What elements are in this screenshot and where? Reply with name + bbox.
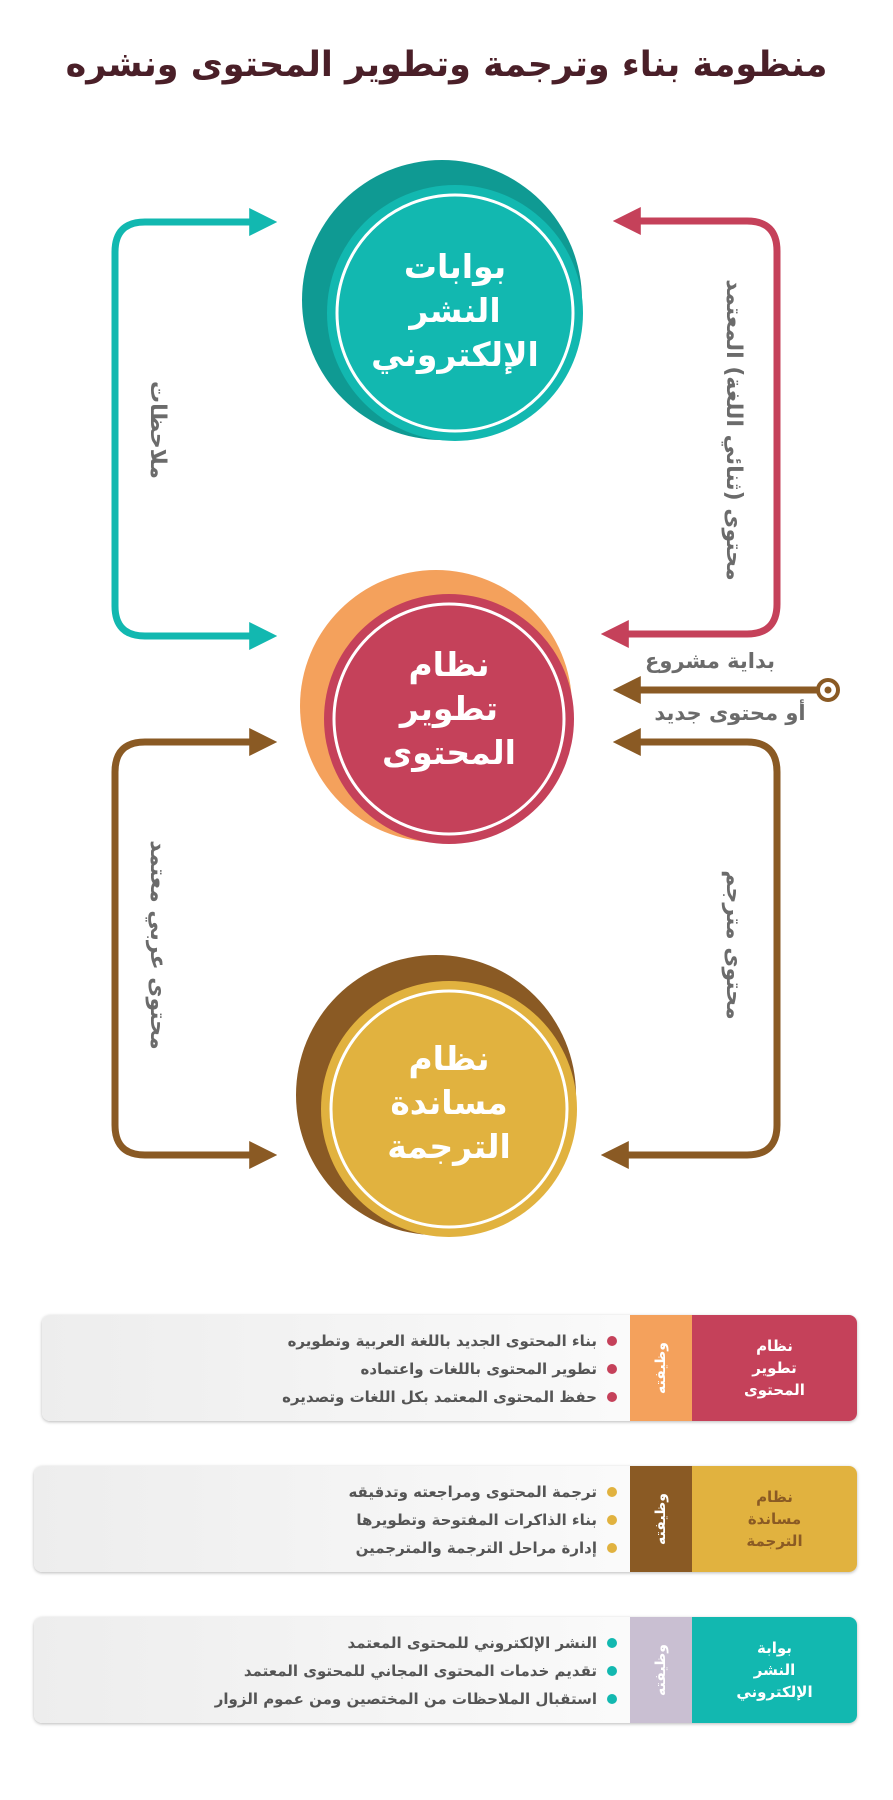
cms-card-system-line-3: المحتوى — [744, 1381, 805, 1399]
translation-card-system-line-1: نظام — [756, 1488, 793, 1506]
list-item: النشر الإلكتروني للمحتوى المعتمد — [215, 1629, 617, 1657]
portals-label-1: بوابات — [404, 247, 506, 287]
portals-label-3: الإلكتروني — [371, 335, 539, 375]
translation-card: نظام مساندة الترجمة وظيفته ترجمة المحتوى… — [34, 1466, 857, 1572]
list-item: بناء المحتوى الجديد باللغة العربية وتطوي… — [282, 1327, 617, 1355]
cms-card-system: نظام تطوير المحتوى — [692, 1315, 857, 1421]
feedback-edge — [111, 208, 278, 650]
portal-card-system: بوابة النشر الإلكتروني — [692, 1617, 857, 1723]
start-input-label-2: أو محتوى جديد — [654, 698, 805, 725]
bullet-dot — [607, 1638, 617, 1648]
portal-card-items: النشر الإلكتروني للمحتوى المعتمد تقديم خ… — [215, 1629, 617, 1713]
cms-card-system-line-2: تطوير — [752, 1359, 797, 1377]
portal-card-system-line-1: بوابة — [757, 1639, 792, 1657]
portal-card: بوابة النشر الإلكتروني وظيفته النشر الإل… — [34, 1617, 857, 1723]
cms-card-system-line-1: نظام — [756, 1337, 793, 1355]
flow-diagram: ملاحظات محتوى (ثنائي اللغة) المعتمد محتو… — [111, 160, 840, 1237]
translated-edge — [600, 728, 781, 1169]
translation-card-system: نظام مساندة الترجمة — [692, 1466, 857, 1572]
cms-label-1: نظام — [408, 645, 489, 684]
approved-arabic-label: محتوى عربي معتمد — [145, 840, 170, 1049]
portal-card-role-label: وظيفته — [653, 1644, 670, 1696]
bullet-dot — [607, 1515, 617, 1525]
list-item: تطوير المحتوى باللغات واعتماده — [282, 1355, 617, 1383]
bullet-dot — [607, 1666, 617, 1676]
bullet-dot — [607, 1487, 617, 1497]
cms-node: نظام تطوير المحتوى — [300, 570, 574, 844]
cms-label-2: تطوير — [398, 689, 498, 729]
portals-node: بوابات النشر الإلكتروني — [302, 160, 583, 441]
translation-card-role: وظيفته — [630, 1466, 692, 1572]
bullet-dot — [607, 1364, 617, 1374]
cms-card-role: وظيفته — [630, 1315, 692, 1421]
cms-card-items: بناء المحتوى الجديد باللغة العربية وتطوي… — [282, 1327, 617, 1411]
list-item: ترجمة المحتوى ومراجعته وتدقيقه — [348, 1478, 617, 1506]
bullet-dot — [607, 1543, 617, 1553]
cms-label-3: المحتوى — [382, 733, 516, 773]
translation-card-system-line-3: الترجمة — [746, 1532, 803, 1550]
bullet-dot — [607, 1694, 617, 1704]
cms-card: نظام تطوير المحتوى وظيفته بناء المحتوى ا… — [42, 1315, 857, 1421]
bullet-dot — [607, 1336, 617, 1346]
translation-label-2: مساندة — [390, 1083, 507, 1122]
translation-label-3: الترجمة — [387, 1127, 511, 1167]
translation-node: نظام مساندة الترجمة — [296, 955, 577, 1237]
list-item: بناء الذاكرات المفتوحة وتطويرها — [348, 1506, 617, 1534]
list-item: تقديم خدمات المحتوى المجاني للمحتوى المع… — [215, 1657, 617, 1685]
list-item: استقبال الملاحظات من المختصين ومن عموم ا… — [215, 1685, 617, 1713]
translated-label: محتوى مترجم — [721, 870, 746, 1019]
approved-bilingual-label: محتوى (ثنائي اللغة) المعتمد — [721, 279, 746, 580]
approved-bilingual-edge — [600, 207, 781, 648]
portals-label-2: النشر — [407, 291, 500, 331]
translation-card-items: ترجمة المحتوى ومراجعته وتدقيقه بناء الذا… — [348, 1478, 617, 1562]
translation-card-role-label: وظيفته — [653, 1493, 670, 1545]
approved-arabic-edge — [111, 728, 278, 1169]
start-input-node-center — [824, 686, 832, 694]
portal-card-system-line-3: الإلكتروني — [736, 1683, 813, 1701]
list-item: حفظ المحتوى المعتمد بكل اللغات وتصديره — [282, 1383, 617, 1411]
start-input-label-1: بداية مشروع — [645, 649, 775, 673]
translation-label-1: نظام — [408, 1039, 489, 1078]
cms-card-role-label: وظيفته — [653, 1342, 670, 1394]
translation-card-system-line-2: مساندة — [747, 1510, 802, 1528]
feedback-label: ملاحظات — [145, 381, 170, 479]
portal-card-system-line-2: النشر — [753, 1661, 796, 1679]
portal-card-role: وظيفته — [630, 1617, 692, 1723]
list-item: إدارة مراحل الترجمة والمترجمين — [348, 1534, 617, 1562]
page-title: منظومة بناء وترجمة وتطوير المحتوى ونشره — [65, 45, 828, 85]
bullet-dot — [607, 1392, 617, 1402]
